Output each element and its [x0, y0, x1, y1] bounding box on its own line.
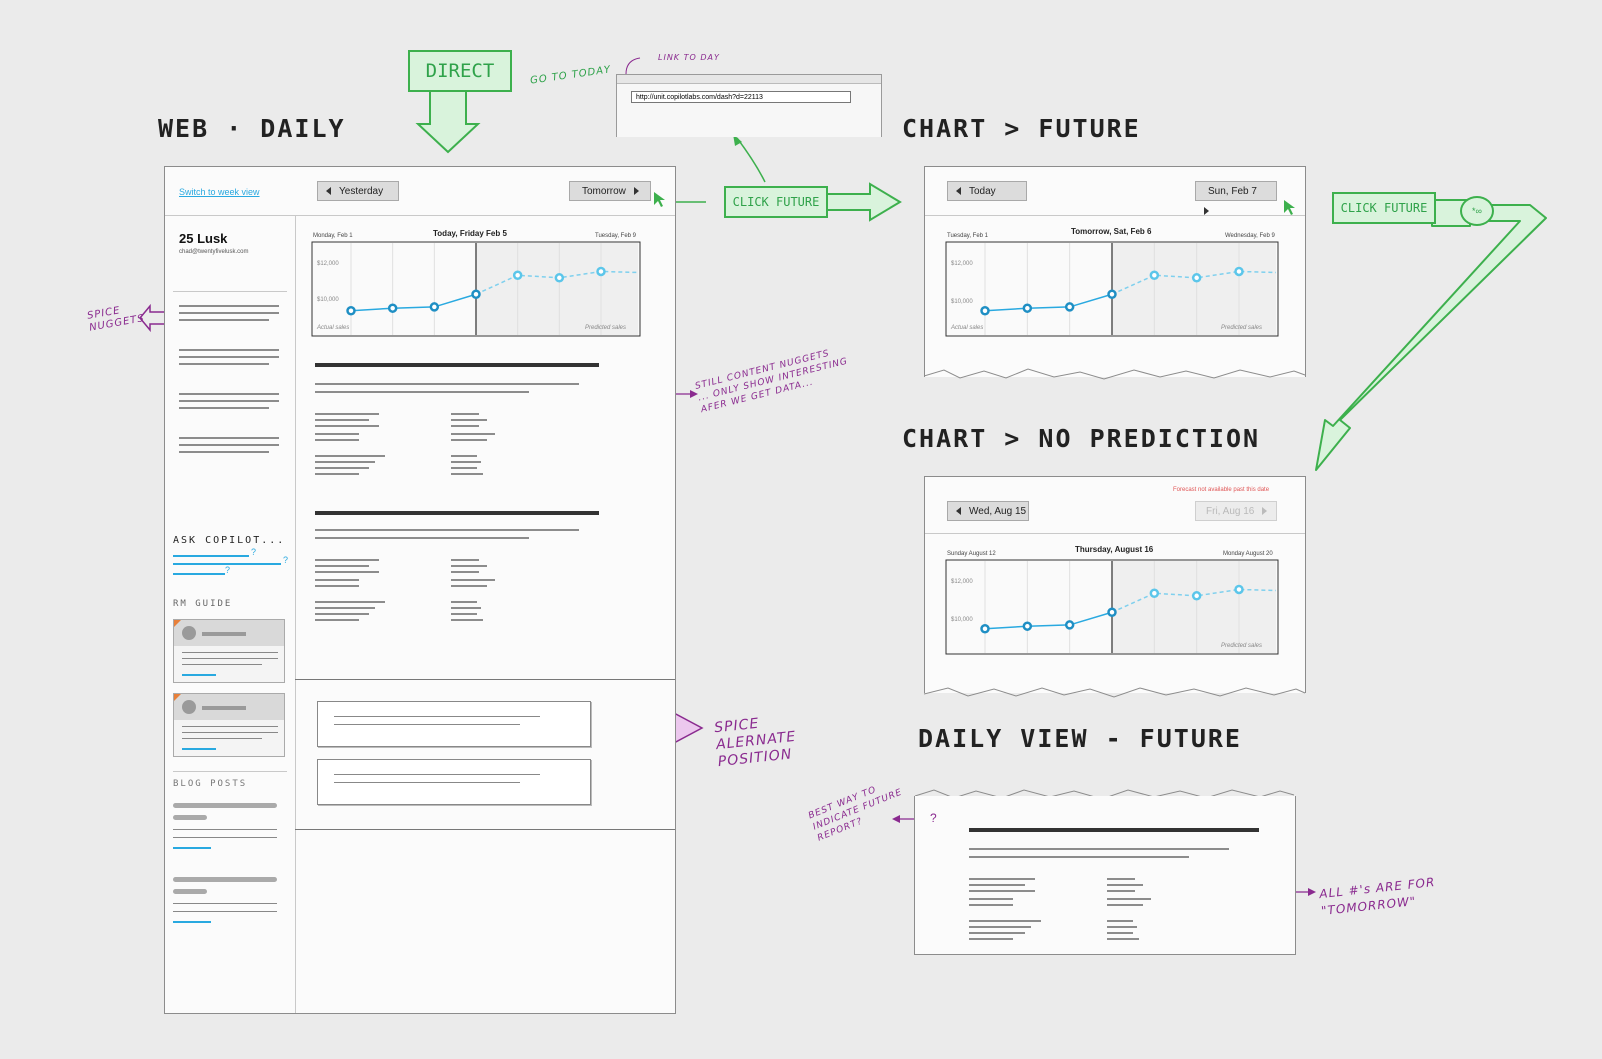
- chart-future-frame: Today Sun, Feb 7 Tuesday, Feb 1 Tomorrow…: [924, 166, 1306, 377]
- chevron-left-icon: [956, 507, 961, 516]
- data-point: [471, 289, 481, 300]
- click-future-box-2: CLICK FUTURE: [1332, 192, 1436, 224]
- title-daily-view-future: DAILY VIEW - FUTURE: [918, 724, 1242, 753]
- chevron-right-icon: [633, 187, 639, 196]
- data-point: [1234, 266, 1244, 277]
- torn-edge: [924, 687, 1306, 698]
- data-point: [1022, 303, 1033, 313]
- chart1: [311, 241, 641, 337]
- data-point: [1234, 584, 1244, 595]
- data-point: [554, 273, 565, 283]
- data-point: [512, 270, 523, 281]
- rm-guide-card[interactable]: [173, 619, 285, 683]
- data-point: [1191, 273, 1202, 283]
- copilot-question-1[interactable]: [173, 555, 249, 557]
- title-chart-no-prediction: CHART > NO PREDICTION: [902, 424, 1261, 453]
- data-point: [1064, 620, 1075, 630]
- chart-no-prediction-frame: Forecast not available past this date We…: [924, 476, 1306, 693]
- chart3-center-date: Thursday, August 16: [1075, 545, 1154, 554]
- data-point: [1191, 591, 1202, 601]
- data-point: [596, 266, 606, 277]
- chart2-right-date: Wednesday, Feb 9: [1225, 233, 1275, 239]
- copilot-question-3[interactable]: [173, 573, 225, 575]
- spice-card[interactable]: [317, 701, 591, 747]
- prediction-region: [476, 243, 638, 335]
- actual-sales-line: [984, 611, 1113, 630]
- ask-copilot-label: ASK COPILOT...: [173, 535, 286, 546]
- actual-sales-line: [984, 293, 1113, 312]
- url-bar-window: http://unit.copilotlabs.com/dash?d=22113: [616, 74, 882, 137]
- chart1-left-date: Monday, Feb 1: [313, 233, 353, 239]
- copilot-question-2[interactable]: [173, 563, 281, 565]
- question-icon: ?: [930, 811, 937, 825]
- prediction-region: [1112, 561, 1276, 653]
- chevron-left-icon: [956, 187, 961, 196]
- tomorrow-button[interactable]: Tomorrow: [569, 181, 651, 201]
- rm-guide-card[interactable]: [173, 693, 285, 757]
- data-point: [346, 305, 356, 316]
- infinity-badge: *∞: [1460, 196, 1494, 226]
- cursor-icon: [1284, 200, 1295, 215]
- prediction-region: [1112, 243, 1276, 335]
- url-input[interactable]: http://unit.copilotlabs.com/dash?d=22113: [631, 91, 851, 103]
- chart2-center-date: Tomorrow, Sat, Feb 6: [1071, 227, 1152, 236]
- sidebar: [165, 216, 296, 1013]
- chart1-right-date: Tuesday, Feb 9: [595, 233, 637, 239]
- forecast-warning: Forecast not available past this date: [1173, 487, 1270, 493]
- predicted-sales-line: [1111, 270, 1277, 295]
- blog-posts-label: BLOG POSTS: [173, 779, 248, 789]
- sun-feb7-button[interactable]: Sun, Feb 7: [1195, 181, 1277, 216]
- chevron-right-icon: [1262, 507, 1268, 516]
- link-to-day-note: LINK TO DAY: [658, 53, 720, 62]
- actual-sales-line: [350, 293, 477, 312]
- data-point: [980, 305, 990, 316]
- data-point: [1064, 302, 1075, 312]
- chart2: [945, 241, 1279, 337]
- data-point: [1107, 289, 1117, 300]
- data-point: [1149, 588, 1160, 599]
- user-name: 25 Lusk: [179, 231, 228, 246]
- avatar: [182, 626, 196, 640]
- predicted-sales-line: [1111, 588, 1277, 613]
- web-daily-frame: Switch to week view Yesterday Tomorrow 2…: [164, 166, 676, 1014]
- blog-link[interactable]: [173, 921, 211, 923]
- web-header: [165, 167, 675, 216]
- chart3-left-date: Sunday August 12: [947, 551, 996, 557]
- switch-week-link[interactable]: Switch to week view: [179, 187, 260, 197]
- yesterday-button[interactable]: Yesterday: [317, 181, 399, 201]
- chevron-left-icon: [326, 187, 331, 196]
- rm-guide-label: RM GUIDE: [173, 599, 233, 609]
- chart3: [945, 559, 1279, 655]
- title-chart-future: CHART > FUTURE: [902, 114, 1141, 143]
- user-email: chad@twentyfivelusk.com: [179, 249, 249, 255]
- chevron-right-icon: [1204, 207, 1209, 216]
- cursor-icon: [654, 192, 665, 207]
- spice-card[interactable]: [317, 759, 591, 805]
- direct-box: DIRECT: [408, 50, 512, 92]
- data-point: [429, 302, 440, 312]
- chart3-right-date: Monday August 20: [1223, 551, 1273, 557]
- data-point: [1107, 607, 1117, 618]
- fri-aug16-button: Fri, Aug 16: [1195, 501, 1277, 521]
- blog-link[interactable]: [173, 847, 211, 849]
- today-button[interactable]: Today: [947, 181, 1027, 201]
- chart2-left-date: Tuesday, Feb 1: [947, 233, 989, 239]
- avatar: [182, 700, 196, 714]
- spice-alternate-note: SPICE ALERNATE POSITION: [713, 715, 797, 771]
- daily-view-future-frame: [914, 796, 1296, 955]
- click-future-box-1: CLICK FUTURE: [724, 186, 828, 218]
- data-point: [387, 303, 398, 313]
- data-point: [1149, 270, 1160, 281]
- title-web-daily: WEB · DAILY: [158, 114, 346, 143]
- wed-aug15-button[interactable]: Wed, Aug 15: [947, 501, 1029, 521]
- data-point: [1022, 621, 1033, 631]
- torn-edge: [924, 368, 1306, 380]
- chart1-center-date: Today, Friday Feb 5: [433, 229, 507, 238]
- data-point: [980, 623, 990, 634]
